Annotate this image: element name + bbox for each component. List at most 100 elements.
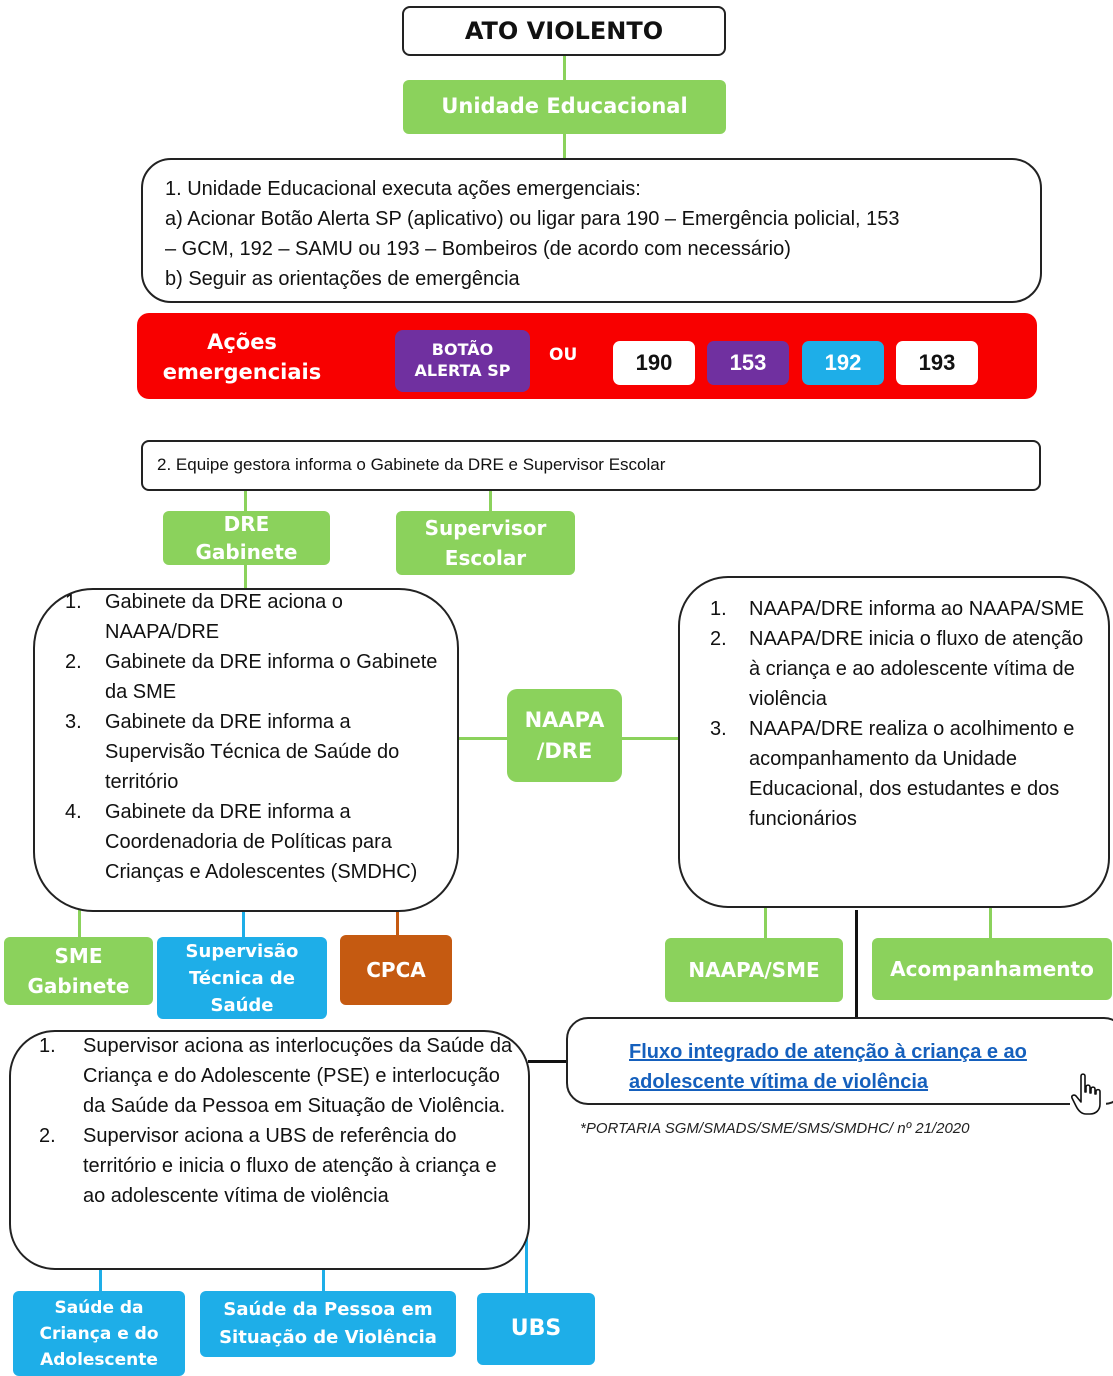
phone-192: 192	[802, 341, 884, 385]
item-text: Supervisor aciona a UBS de referência do…	[83, 1125, 497, 1207]
list-item: 1.Gabinete da DRE aciona o NAAPA/DRE	[43, 587, 451, 647]
fluxo-link-line: adolescente vítima de violência	[629, 1071, 929, 1093]
connector-line	[525, 1215, 528, 1294]
connector-line	[244, 489, 247, 513]
connector-line	[563, 56, 566, 82]
step1-line: b) Seguir as orientações de emergência	[165, 268, 520, 290]
item-number: 2.	[65, 651, 82, 673]
emergency-label-line: Ações	[207, 330, 277, 354]
dre-gabinete-node: DRE Gabinete	[163, 511, 330, 565]
item-number: 1.	[65, 591, 82, 613]
step1-box: 1. Unidade Educacional executa ações eme…	[141, 158, 1042, 303]
list-item: 2. Gabinete da DRE informa o Gabinete da…	[43, 647, 451, 707]
step1-line: a) Acionar Botão Alerta SP (aplicativo) …	[165, 208, 900, 230]
ubs-node: UBS	[477, 1293, 595, 1365]
connector-line	[855, 910, 858, 1019]
item-number: 2.	[39, 1125, 56, 1147]
item-number: 3.	[65, 711, 82, 733]
saude-crianca-line: Adolescente	[40, 1349, 158, 1370]
saude-crianca-line: Saúde da	[54, 1297, 144, 1318]
connector-line	[989, 906, 992, 938]
connector-line	[528, 1060, 568, 1063]
phone-190: 190	[613, 341, 695, 385]
title-box: ATO VIOLENTO	[402, 6, 726, 56]
naapa-sme-node: NAAPA/SME	[665, 938, 843, 1002]
sme-gabinete-line: Gabinete	[27, 974, 130, 998]
item-text: Gabinete da DRE informa a Supervisão Téc…	[105, 711, 400, 793]
supervisao-line: Saúde	[210, 994, 274, 1016]
acompanhamento-node: Acompanhamento	[872, 938, 1112, 1000]
supervisor-actions-box: 1. Supervisor aciona as interlocuções da …	[9, 1030, 530, 1270]
botao-label-line: BOTÃO	[431, 340, 494, 360]
item-number: 4.	[65, 801, 82, 823]
item-text: Supervisor aciona as interlocuções da Sa…	[83, 1035, 513, 1117]
ubs-label: UBS	[510, 1315, 562, 1341]
connector-line	[99, 1268, 102, 1292]
item-text: NAAPA/DRE informa ao NAAPA/SME	[749, 598, 1084, 620]
item-number: 1.	[710, 598, 727, 620]
dre-gabinete-line: DRE	[223, 512, 270, 536]
step1-line: 1. Unidade Educacional executa ações eme…	[165, 178, 641, 200]
cpca-node: CPCA	[340, 935, 452, 1005]
dre-gabinete-line: Gabinete	[195, 540, 298, 564]
list-item: 1. NAAPA/DRE informa ao NAAPA/SME	[680, 594, 1084, 624]
dre-actions-box: 1.Gabinete da DRE aciona o NAAPA/DRE 2. …	[33, 588, 459, 912]
emergency-label: Ações emergenciais	[157, 327, 327, 387]
ou-label: OU	[549, 345, 578, 365]
connector-line	[621, 737, 681, 740]
list-item: 2. Supervisor aciona a UBS de referência …	[21, 1121, 522, 1211]
list-item: 1. Supervisor aciona as interlocuções da …	[21, 1031, 522, 1121]
list-item: 3. Gabinete da DRE informa a Supervisão T…	[43, 707, 451, 797]
page-title: ATO VIOLENTO	[464, 17, 664, 45]
supervisor-escolar-node: Supervisor Escolar	[396, 511, 575, 575]
saude-crianca-node: Saúde da Criança e do Adolescente	[13, 1291, 185, 1376]
connector-line	[242, 912, 245, 938]
step2-box: 2. Equipe gestora informa o Gabinete da …	[141, 440, 1041, 491]
botao-label-line: ALERTA SP	[414, 361, 511, 380]
connector-line	[458, 737, 508, 740]
cpca-label: CPCA	[366, 958, 426, 982]
list-item: 4. Gabinete da DRE informa a Coordenadori…	[43, 797, 451, 887]
saude-pessoa-line: Saúde da Pessoa em	[223, 1299, 433, 1320]
connector-line	[563, 133, 566, 160]
sme-gabinete-line: SME	[54, 944, 103, 968]
fluxo-integrado-box: Fluxo integrado de atenção à criança e a…	[566, 1017, 1113, 1105]
naapa-dre-line: /DRE	[536, 738, 593, 763]
item-number: 1.	[39, 1035, 56, 1057]
supervisor-escolar-line: Escolar	[444, 546, 527, 570]
supervisor-actions-list: 1. Supervisor aciona as interlocuções da …	[21, 1031, 522, 1211]
connector-line	[396, 912, 399, 936]
item-text: NAAPA/DRE realiza o acolhimento e acompa…	[749, 718, 1075, 830]
step2-text: 2. Equipe gestora informa o Gabinete da …	[157, 455, 666, 474]
naapa-actions-list: 1. NAAPA/DRE informa ao NAAPA/SME 2. NAAPA…	[680, 594, 1084, 834]
hand-pointer-icon	[1070, 1072, 1106, 1118]
sme-gabinete-node: SME Gabinete	[4, 937, 153, 1005]
item-number: 3.	[710, 718, 727, 740]
portaria-note: *PORTARIA SGM/SMADS/SME/SMS/SMDHC/ nº 21…	[580, 1120, 970, 1137]
unidade-educacional-node: Unidade Educacional	[403, 80, 726, 134]
step1-line: – GCM, 192 – SAMU ou 193 – Bombeiros (de…	[165, 238, 791, 260]
fluxo-integrado-link[interactable]: Fluxo integrado de atenção à criança e a…	[629, 1037, 1113, 1097]
acompanhamento-label: Acompanhamento	[890, 957, 1094, 981]
unidade-educacional-label: Unidade Educacional	[441, 94, 688, 119]
list-item: 3. NAAPA/DRE realiza o acolhimento e acom…	[680, 714, 1084, 834]
saude-crianca-line: Criança e do	[39, 1323, 159, 1344]
connector-line	[244, 563, 247, 591]
supervisao-line: Supervisão	[185, 940, 299, 962]
item-text: NAAPA/DRE inicia o fluxo de atenção à cr…	[749, 628, 1084, 710]
emergency-bar: Ações emergenciais BOTÃO ALERTA SP OU 19…	[137, 313, 1037, 399]
botao-alerta-sp: BOTÃO ALERTA SP	[395, 330, 530, 392]
phone-153: 153	[707, 341, 789, 385]
naapa-dre-line: NAAPA	[524, 707, 605, 732]
phone-193: 193	[896, 341, 978, 385]
connector-line	[764, 906, 767, 938]
item-text: Gabinete da DRE informa a Coordenadoria …	[105, 801, 418, 883]
list-item: 2. NAAPA/DRE inicia o fluxo de atenção à …	[680, 624, 1084, 714]
supervisor-escolar-line: Supervisor	[424, 516, 547, 540]
fluxo-link-line: Fluxo integrado de atenção à criança e a…	[629, 1041, 1027, 1063]
item-number: 2.	[710, 628, 727, 650]
naapa-dre-node: NAAPA /DRE	[507, 689, 622, 782]
emergency-label-line: emergenciais	[162, 360, 322, 384]
naapa-actions-box: 1. NAAPA/DRE informa ao NAAPA/SME 2. NAAPA…	[678, 576, 1110, 908]
dre-actions-list: 1.Gabinete da DRE aciona o NAAPA/DRE 2. …	[43, 587, 451, 887]
